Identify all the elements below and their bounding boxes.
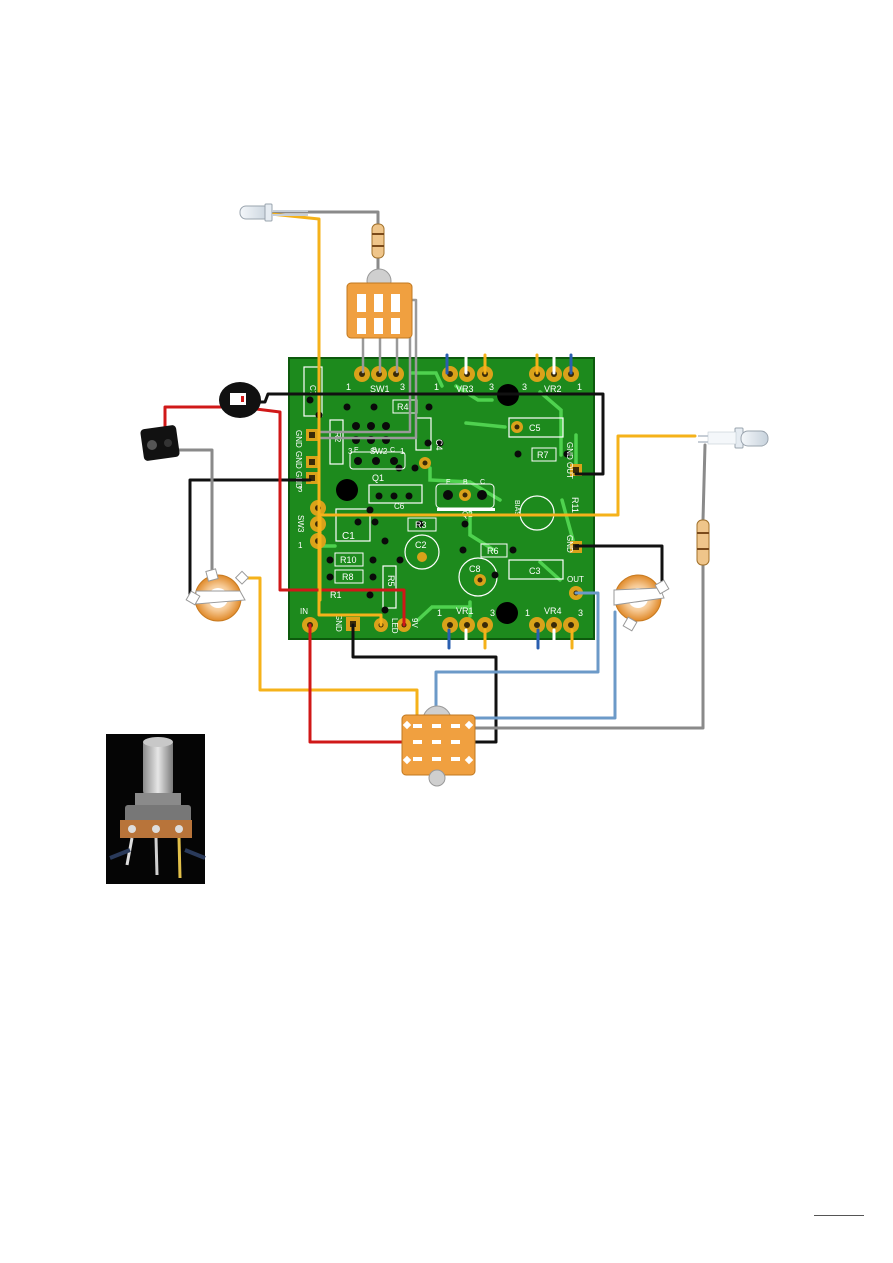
right-gnd-out: GND OUT xyxy=(565,442,574,479)
vr3-pin-1: 1 xyxy=(434,382,439,392)
vr1-pin-1: 1 xyxy=(437,608,442,618)
c6-label: C6 xyxy=(394,502,405,511)
potentiometer-photo xyxy=(106,734,206,884)
q1-transistor: E B C xyxy=(349,447,406,470)
left-pad-1: 1 xyxy=(298,541,303,550)
bottom-gnd: GND xyxy=(334,614,343,632)
q2-pin-b: B xyxy=(463,479,468,486)
left-audio-jack xyxy=(185,568,250,622)
r5-label: R5 xyxy=(386,575,396,587)
r3-label: R3 xyxy=(415,520,427,530)
vr1-label: VR1 xyxy=(456,606,474,616)
c5-label: C5 xyxy=(529,423,541,433)
vr4-pin-1: 1 xyxy=(525,608,530,618)
left-gnd-upper: GND xyxy=(294,430,303,448)
r7-label: R7 xyxy=(537,450,549,460)
sw2-pin-1: 1 xyxy=(400,447,405,456)
left-gnd-1: GND xyxy=(294,451,303,469)
footer-line xyxy=(814,1215,864,1216)
q1-pin-b: B xyxy=(372,447,377,454)
q2-pin-e: E xyxy=(446,479,451,486)
battery-clip xyxy=(140,425,180,461)
bottom-in: IN xyxy=(300,607,308,616)
c8-label: C8 xyxy=(469,564,481,574)
r6-label: R6 xyxy=(487,546,499,556)
right-gnd: GND xyxy=(565,535,574,553)
vr1-pads: 1 VR1 3 xyxy=(437,606,495,633)
vr3-pin-3: 3 xyxy=(489,382,494,392)
vr2-label: VR2 xyxy=(544,384,562,394)
vr1-pin-3: 3 xyxy=(490,608,495,618)
vr4-pin-3: 3 xyxy=(578,608,583,618)
bias-label: BIAS xyxy=(513,500,520,516)
sw3-label: SW3 xyxy=(296,515,305,533)
q1-label: Q1 xyxy=(372,473,384,483)
sw2-pin-3: 3 xyxy=(348,447,353,456)
r4-label: R4 xyxy=(397,402,409,412)
dc-power-jack xyxy=(219,382,261,418)
c1-label: C1 xyxy=(342,531,355,542)
c2-label: C2 xyxy=(415,540,427,550)
sw1-pin-1: 1 xyxy=(346,382,351,392)
left-pad-3: 3 xyxy=(298,485,303,494)
vr3-label: VR3 xyxy=(456,384,474,394)
pcb-board: R4 R2 R3 R6 R7 R10 R8 R1 R5 R11 C5 C3 C1… xyxy=(288,357,595,640)
q1-pin-e: E xyxy=(354,447,359,454)
c3-label: C3 xyxy=(529,566,541,576)
vr2-pin-3: 3 xyxy=(522,382,527,392)
r11-label: R11 xyxy=(570,497,580,513)
sw1-pin-3: 3 xyxy=(400,382,405,392)
bottom-9v: 9V xyxy=(410,618,419,628)
r1-label: R1 xyxy=(330,590,342,600)
q2-pin-c: C xyxy=(480,479,485,486)
sw2-label: SW2 xyxy=(370,447,388,456)
right-out: OUT xyxy=(567,575,584,584)
vr2-pin-1: 1 xyxy=(577,382,582,392)
r10-label: R10 xyxy=(340,555,357,565)
r8-label: R8 xyxy=(342,572,354,582)
top-toggle-switch xyxy=(346,268,413,339)
bottom-led: LED xyxy=(390,618,399,634)
sw1-label: SW1 xyxy=(370,384,390,394)
right-audio-jack xyxy=(613,574,670,632)
vr4-label: VR4 xyxy=(544,606,562,616)
right-resistor xyxy=(696,519,710,566)
sw1-pads: 1 SW1 3 xyxy=(346,366,405,394)
c7-label: C7 xyxy=(308,385,317,396)
q2-transistor: E B C xyxy=(435,479,495,511)
top-led xyxy=(239,203,308,222)
vr4-pads: 1 VR4 3 xyxy=(525,606,583,633)
top-resistor xyxy=(371,223,385,259)
right-led xyxy=(698,427,769,449)
c4-label: C4 xyxy=(434,439,444,451)
q1-pin-c: C xyxy=(390,447,395,454)
footswitch-3pdt xyxy=(401,705,476,787)
